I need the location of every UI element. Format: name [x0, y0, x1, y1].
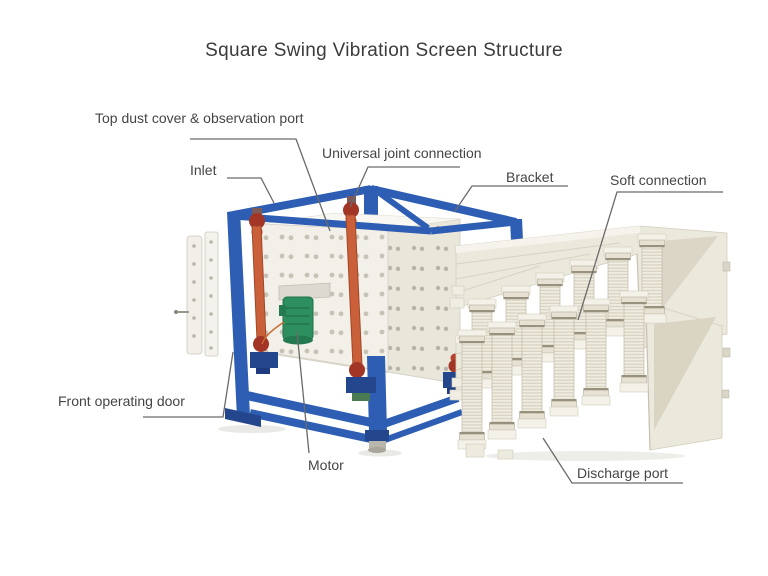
universal-joint-bottom — [253, 336, 269, 352]
front-operating-door-figure — [174, 231, 219, 357]
page-title: Square Swing Vibration Screen Structure — [205, 40, 563, 61]
swing-screen-machine — [174, 185, 524, 457]
soft-connection-tube — [457, 329, 487, 450]
soft-connection-tube — [619, 290, 649, 393]
frame-right-foot — [365, 430, 389, 441]
rod-mount-tab — [256, 368, 270, 374]
frame-right-beam — [430, 218, 517, 235]
soft-connection-tube — [581, 298, 611, 406]
deck-foot — [465, 443, 485, 458]
motor-figure — [261, 282, 331, 345]
side-lug — [721, 389, 730, 399]
soft-connection-tube — [517, 313, 547, 429]
motor-wire — [261, 321, 285, 345]
foot-cylinder — [369, 441, 386, 449]
deck-end-cap — [449, 297, 465, 309]
label-front-operating-door: Front operating door — [58, 393, 185, 409]
deck-end-cap — [451, 285, 465, 296]
frame-front-left-post — [227, 210, 250, 418]
upper-deck-top-highlight — [456, 226, 640, 253]
rod-hanger — [347, 196, 356, 206]
label-inlet: Inlet — [190, 162, 217, 178]
frame-rear-beam-bracket — [370, 185, 517, 226]
deck-foot — [497, 449, 514, 460]
label-soft-connection: Soft connection — [610, 172, 707, 188]
label-universal-joint: Universal joint connection — [322, 145, 482, 161]
universal-joint-top — [249, 213, 265, 229]
screen-deck-stack — [449, 225, 731, 461]
label-motor: Motor — [308, 457, 344, 473]
frame-bottom-beam — [380, 409, 464, 444]
label-discharge-port: Discharge port — [577, 465, 669, 481]
frame-front-beam — [232, 212, 432, 235]
universal-joint-bottom — [349, 362, 365, 378]
lower-panel-edge — [645, 309, 651, 451]
soft-connection-tube — [549, 305, 579, 417]
screen-box-right-bolts — [388, 219, 460, 384]
leader-inlet — [227, 177, 275, 204]
universal-joint-rod-rear — [343, 196, 376, 401]
rod-mount-block — [250, 352, 278, 368]
frame-bottom-beam — [239, 389, 379, 429]
leader-bracket — [454, 185, 568, 212]
soft-connection-tube — [487, 321, 517, 440]
foot-base — [368, 447, 386, 453]
universal-joint-rod-front — [249, 208, 278, 374]
soft-connection-tube — [603, 246, 633, 337]
frame-bottom-beam — [249, 409, 381, 445]
rod-mount-block — [346, 377, 376, 393]
universal-joint-top — [343, 202, 359, 218]
leader-front-operating-door — [143, 351, 234, 418]
label-top-dust-cover: Top dust cover & observation port — [95, 110, 304, 126]
leader-lines — [143, 138, 723, 484]
leader-soft-connection — [577, 191, 723, 321]
frame-front-right-post — [367, 356, 387, 432]
frame-left-foot — [225, 408, 261, 427]
label-bracket: Bracket — [506, 169, 554, 185]
door-clamps — [192, 240, 213, 350]
side-lug — [722, 347, 731, 358]
leader-discharge-port — [542, 437, 683, 484]
motor-junction-box — [279, 305, 286, 316]
door-handle-knob — [174, 310, 178, 314]
motor-mount-plate — [278, 282, 331, 301]
leader-universal-joint — [349, 166, 460, 208]
shadow — [218, 425, 286, 433]
shadow — [485, 451, 685, 461]
upper-deck-hollow — [648, 236, 718, 327]
frame-bottom-beam — [376, 394, 460, 430]
rod-mount-foot — [352, 393, 370, 401]
side-lug — [722, 261, 731, 272]
soft-connection-tubes-lower — [457, 290, 649, 450]
motor-body — [282, 296, 314, 341]
leader-top-dust-cover — [190, 138, 331, 232]
frame-lower — [225, 210, 464, 453]
door-panel — [204, 231, 219, 357]
frame-brace — [376, 189, 430, 231]
leader-motor — [296, 331, 310, 454]
door-panel — [186, 235, 203, 355]
lower-deck-hollow — [654, 317, 716, 430]
deck-layer-lines — [455, 242, 621, 294]
